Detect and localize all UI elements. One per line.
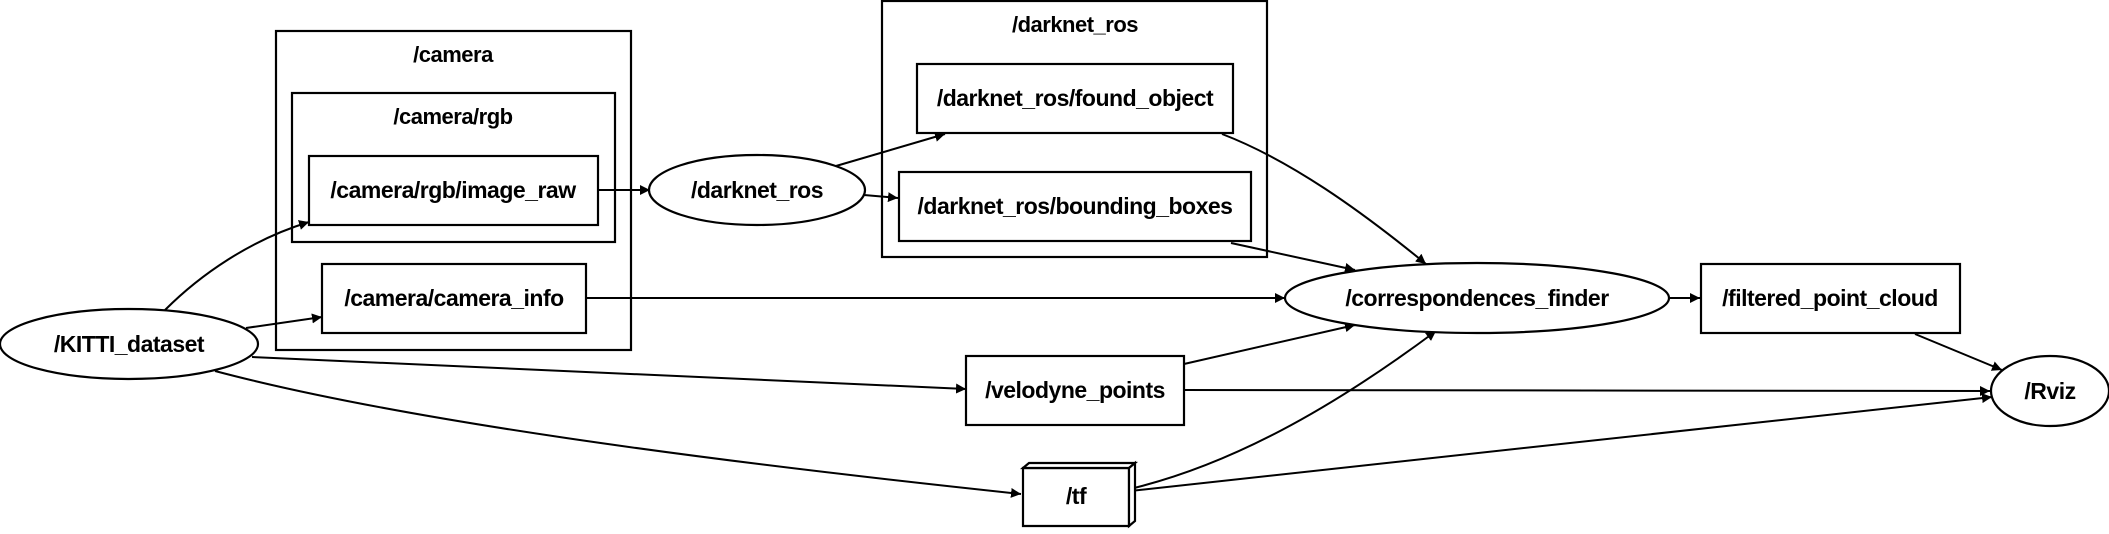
- node-tf[interactable]: /tf: [1019, 460, 1139, 529]
- node-image-raw[interactable]: /camera/rgb/image_raw: [307, 154, 600, 227]
- cluster-title-darknet-ros: /darknet_ros: [1012, 12, 1138, 37]
- edge-tf-to-correspondences: [1129, 330, 1437, 490]
- cluster-title-camera-rgb: /camera/rgb: [393, 104, 512, 129]
- node-kitti-dataset[interactable]: /KITTI_dataset: [0, 307, 260, 381]
- node-velodyne-points[interactable]: /velodyne_points: [964, 354, 1186, 427]
- node-label-camera-info: /camera/camera_info: [344, 285, 564, 311]
- edge-kitti-to-image-raw: [164, 220, 310, 311]
- cluster-camera-rgb: /camera/rgb: [290, 91, 617, 244]
- node-label-velodyne-points: /velodyne_points: [985, 377, 1165, 403]
- edge-bounding-boxes-to-correspondences: [1230, 242, 1356, 273]
- node-rviz[interactable]: /Rviz: [1989, 354, 2109, 428]
- node-label-darknet-ros: /darknet_ros: [691, 177, 823, 203]
- edge-kitti-to-tf: [214, 370, 1022, 498]
- node-filtered-point-cloud[interactable]: /filtered_point_cloud: [1699, 262, 1962, 335]
- edge-tf-to-rviz: [1129, 393, 1993, 492]
- node-label-tf: /tf: [1066, 483, 1087, 509]
- edge-velodyne-to-rviz: [1183, 385, 1991, 396]
- node-label-image-raw: /camera/rgb/image_raw: [330, 177, 576, 203]
- edge-found-object-to-correspondences: [1221, 133, 1427, 265]
- cluster-darknet-ros: /darknet_ros: [880, 0, 1269, 259]
- node-found-object[interactable]: /darknet_ros/found_object: [915, 62, 1235, 135]
- edge-darknet-to-found-object: [835, 132, 946, 167]
- edge-kitti-to-velodyne: [251, 356, 967, 394]
- edge-darknet-to-bounding-boxes: [863, 192, 899, 203]
- node-label-rviz: /Rviz: [2024, 378, 2075, 404]
- node-correspondences-finder[interactable]: /correspondences_finder: [1283, 261, 1671, 335]
- node-darknet-ros[interactable]: /darknet_ros: [647, 153, 867, 227]
- node-label-correspondences-finder: /correspondences_finder: [1345, 285, 1609, 311]
- node-label-kitti-dataset: /KITTI_dataset: [54, 331, 205, 357]
- node-label-filtered-point-cloud: /filtered_point_cloud: [1722, 285, 1938, 311]
- edge-kitti-to-camera-info: [245, 313, 323, 329]
- edge-velodyne-to-correspondences: [1183, 322, 1356, 365]
- edge-filtered-to-rviz: [1914, 333, 2003, 371]
- node-label-found-object: /darknet_ros/found_object: [937, 85, 1214, 111]
- edges: [164, 132, 2003, 498]
- node-label-bounding-boxes: /darknet_ros/bounding_boxes: [918, 193, 1233, 219]
- cluster-title-camera: /camera: [413, 42, 494, 67]
- node-camera-info[interactable]: /camera/camera_info: [320, 262, 588, 335]
- node-bounding-boxes[interactable]: /darknet_ros/bounding_boxes: [897, 170, 1253, 243]
